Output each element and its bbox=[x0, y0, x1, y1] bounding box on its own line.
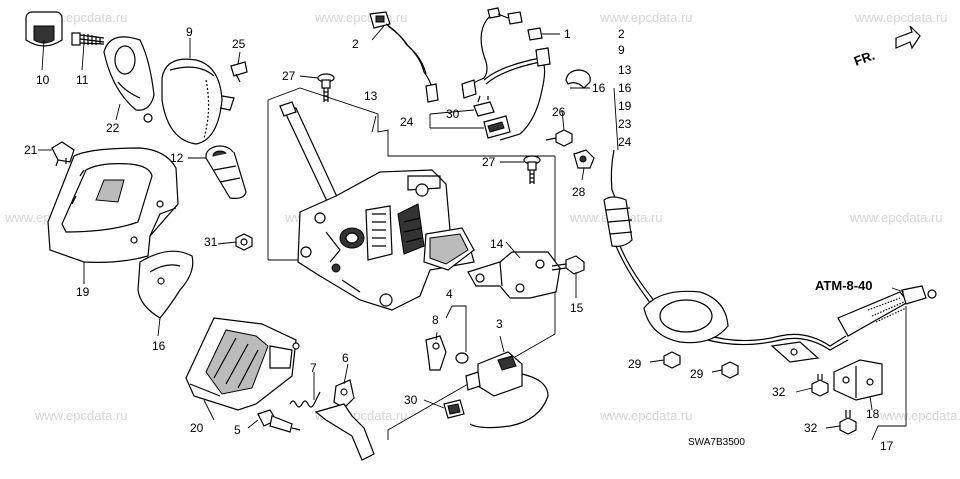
part-26-bolt bbox=[545, 129, 573, 147]
part-label-10: 10 bbox=[36, 73, 50, 87]
part-17-control-cable bbox=[603, 149, 937, 363]
part-16-trim bbox=[137, 250, 194, 319]
part-12-bushing bbox=[205, 145, 247, 199]
part-label-16: 16 bbox=[152, 339, 166, 353]
part-13-shifter-body bbox=[279, 101, 475, 311]
front-direction-arrow: FR. bbox=[852, 25, 921, 69]
kit-item: 16 bbox=[618, 81, 632, 95]
part-3-solenoid bbox=[465, 351, 549, 429]
part-label-19: 19 bbox=[76, 285, 90, 299]
part-label-24: 24 bbox=[400, 115, 414, 129]
part-label-29-right: 29 bbox=[690, 367, 704, 381]
part-15-bolt bbox=[551, 255, 585, 275]
part-label-7: 7 bbox=[310, 361, 317, 375]
part-label-16-clamp: 16 bbox=[592, 81, 606, 95]
part-label-18: 18 bbox=[866, 407, 880, 421]
watermark: www.epcdata.ru bbox=[854, 10, 948, 25]
part-label-32-lower: 32 bbox=[804, 421, 818, 435]
part-label-15: 15 bbox=[570, 301, 584, 315]
part-label-25: 25 bbox=[232, 37, 246, 51]
watermark: www.epcdata.ru bbox=[879, 408, 960, 423]
part-label-27-lower: 27 bbox=[482, 155, 496, 169]
part-1-connector bbox=[527, 27, 543, 41]
watermark: www.epcdata.ru bbox=[599, 408, 693, 423]
part-label-32-upper: 32 bbox=[772, 385, 786, 399]
part-label-30-lower: 30 bbox=[404, 393, 418, 407]
part-25-screw bbox=[230, 61, 248, 83]
watermark: www.epcdata.ru bbox=[314, 10, 408, 25]
part-10-button bbox=[25, 11, 63, 47]
part-29-nut-left bbox=[663, 351, 681, 369]
part-label-4: 4 bbox=[446, 287, 453, 301]
part-30-clip-lower bbox=[443, 399, 465, 419]
part-20-indicator-housing bbox=[185, 317, 300, 411]
part-label-9: 9 bbox=[186, 25, 193, 39]
part-14-bracket bbox=[467, 251, 561, 299]
part-4-nut bbox=[445, 305, 469, 364]
part-label-26: 26 bbox=[552, 105, 566, 119]
part-label-5: 5 bbox=[234, 423, 241, 437]
part-32-bolt-upper bbox=[811, 374, 829, 397]
kit-item: 24 bbox=[618, 135, 632, 149]
part-label-6: 6 bbox=[342, 351, 349, 365]
part-2-harness bbox=[369, 11, 439, 103]
part-18-bracket bbox=[833, 359, 883, 401]
part-label-8: 8 bbox=[432, 313, 439, 327]
part-21-clip bbox=[51, 141, 75, 167]
part-label-29-left: 29 bbox=[628, 357, 642, 371]
part-27-bolt-lower bbox=[523, 155, 541, 184]
kit-item: 23 bbox=[618, 117, 632, 131]
part-label-20: 20 bbox=[190, 421, 204, 435]
watermark: www.epcdata.ru bbox=[34, 408, 128, 423]
part-label-14: 14 bbox=[490, 237, 504, 251]
part-24-harness bbox=[461, 7, 551, 141]
kit-item: 9 bbox=[618, 43, 625, 57]
kit-item: 13 bbox=[618, 63, 632, 77]
part-29-nut-right bbox=[721, 361, 739, 379]
drawing-code: SWA7B3500 bbox=[688, 437, 745, 448]
part-30-clip-upper bbox=[473, 95, 495, 117]
part-label-1: 1 bbox=[564, 27, 571, 41]
part-16-clamp bbox=[565, 69, 591, 89]
part-28-grommet bbox=[573, 149, 595, 169]
part-9-shift-knob bbox=[161, 58, 235, 145]
part-5-switch bbox=[257, 409, 301, 433]
part-label-3: 3 bbox=[496, 317, 503, 331]
leader-lines bbox=[38, 25, 907, 441]
part-19-console-panel bbox=[47, 147, 179, 263]
part-label-11: 11 bbox=[76, 73, 89, 87]
part-label-31: 31 bbox=[204, 235, 218, 249]
part-label-28: 28 bbox=[572, 185, 586, 199]
part-31-nut bbox=[235, 233, 253, 251]
part-22-cover bbox=[103, 36, 155, 123]
part-label-17: 17 bbox=[880, 439, 894, 453]
kit-item: 2 bbox=[618, 27, 625, 41]
part-27-bolt-upper bbox=[317, 73, 335, 102]
kit-item: 19 bbox=[618, 99, 632, 113]
part-label-22: 22 bbox=[106, 121, 120, 135]
part-7-spring bbox=[289, 391, 321, 408]
part-label-12: 12 bbox=[170, 151, 184, 165]
part-label-13: 13 bbox=[364, 89, 378, 103]
part-label-27: 27 bbox=[282, 69, 296, 83]
watermark: www.epcdata.ru bbox=[599, 10, 693, 25]
harness-kit-list: 2 9 13 16 19 23 24 bbox=[618, 27, 632, 149]
part-label-2: 2 bbox=[352, 37, 359, 51]
reference-label: ATM-8-40 bbox=[815, 278, 873, 293]
part-11-screw bbox=[71, 32, 105, 46]
part-labels: 10 11 22 9 25 12 21 19 16 31 27 13 2 24 … bbox=[24, 25, 894, 453]
part-label-21: 21 bbox=[24, 143, 38, 157]
part-32-bolt-lower bbox=[839, 410, 857, 435]
part-label-30: 30 bbox=[446, 107, 460, 121]
part-6-lever bbox=[314, 379, 375, 461]
part-8-bracket bbox=[425, 335, 447, 371]
watermark: www.epcdata.ru bbox=[849, 210, 943, 225]
direction-label: FR. bbox=[852, 48, 877, 69]
